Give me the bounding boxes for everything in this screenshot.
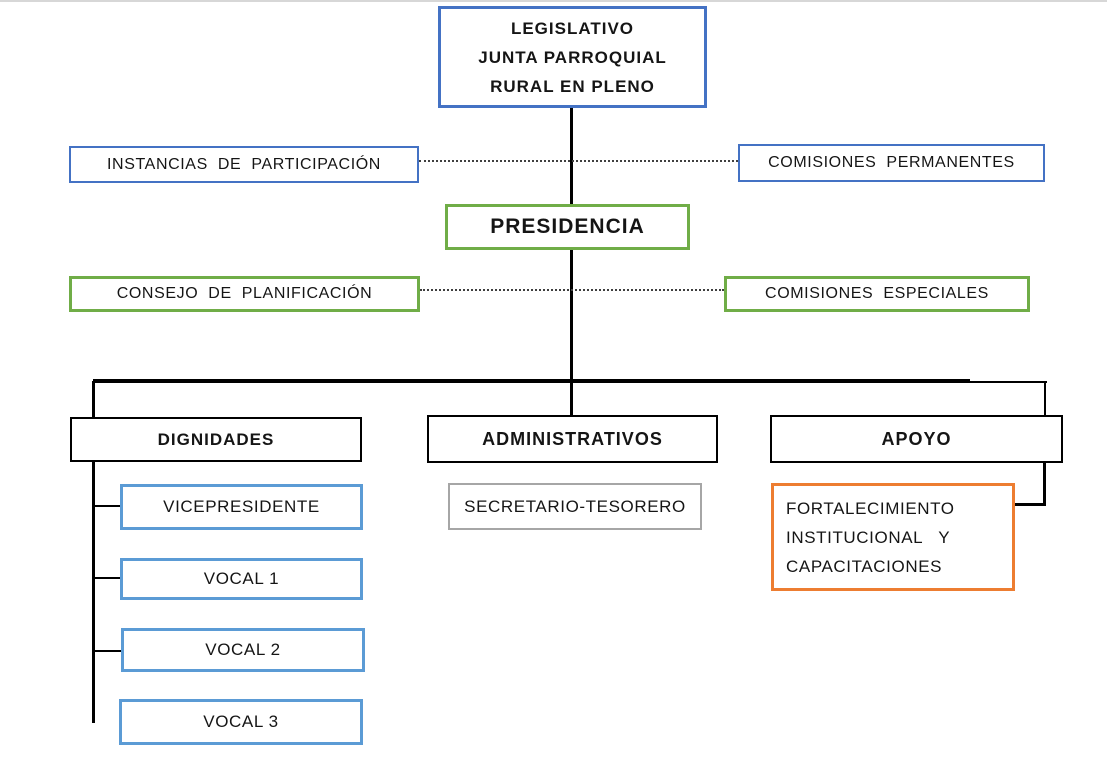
connector-fortalecimiento-horizontal — [1014, 503, 1046, 506]
node-fortalecimiento-line: CAPACITACIONES — [786, 556, 943, 576]
connector-vocal2-stub — [92, 650, 121, 652]
node-dignidades: DIGNIDADES — [70, 417, 362, 462]
connector-dotted-consejo-especiales — [420, 289, 724, 291]
connector-vicepresidente-stub — [92, 505, 120, 507]
node-secretario-tesorero: SECRETARIO-TESORERO — [448, 483, 702, 530]
connector-presidencia-administrativos — [570, 250, 573, 415]
node-legislativo: LEGISLATIVO JUNTA PARROQUIAL RURAL EN PL… — [438, 6, 707, 108]
node-fortalecimiento: FORTALECIMIENTO INSTITUCIONAL Y CAPACITA… — [771, 483, 1015, 591]
page-edge-line — [0, 0, 1107, 2]
node-vocal-1: VOCAL 1 — [120, 558, 363, 600]
node-presidencia: PRESIDENCIA — [445, 204, 690, 250]
connector-horizontal-bus — [93, 379, 970, 383]
connector-dignidades-stub — [92, 381, 95, 417]
node-legislativo-line: LEGISLATIVO — [510, 18, 635, 38]
node-legislativo-line: JUNTA PARROQUIAL — [478, 47, 667, 67]
node-apoyo: APOYO — [770, 415, 1063, 463]
node-legislativo-line: RURAL EN PLENO — [490, 76, 655, 96]
node-fortalecimiento-line: INSTITUCIONAL Y — [786, 527, 951, 547]
connector-dignidades-spine — [92, 462, 95, 723]
node-vocal-2: VOCAL 2 — [121, 628, 365, 672]
node-consejo-planificacion: CONSEJO DE PLANIFICACIÓN — [69, 276, 420, 312]
connector-fortalecimiento-vertical — [1043, 463, 1046, 506]
node-vicepresidente: VICEPRESIDENTE — [120, 484, 363, 530]
node-comisiones-permanentes: COMISIONES PERMANENTES — [738, 144, 1045, 182]
connector-apoyo-elbow-horizontal — [968, 381, 1047, 383]
node-instancias-participacion: INSTANCIAS DE PARTICIPACIÓN — [69, 146, 419, 183]
node-vocal-3: VOCAL 3 — [119, 699, 363, 745]
node-comisiones-especiales: COMISIONES ESPECIALES — [724, 276, 1030, 312]
node-administrativos: ADMINISTRATIVOS — [427, 415, 718, 463]
connector-apoyo-elbow-vertical — [1044, 381, 1046, 415]
connector-vocal1-stub — [92, 577, 120, 579]
connector-legislativo-presidencia — [570, 107, 573, 205]
node-fortalecimiento-line: FORTALECIMIENTO — [786, 498, 955, 518]
connector-dotted-instancias-permanentes — [419, 160, 738, 162]
